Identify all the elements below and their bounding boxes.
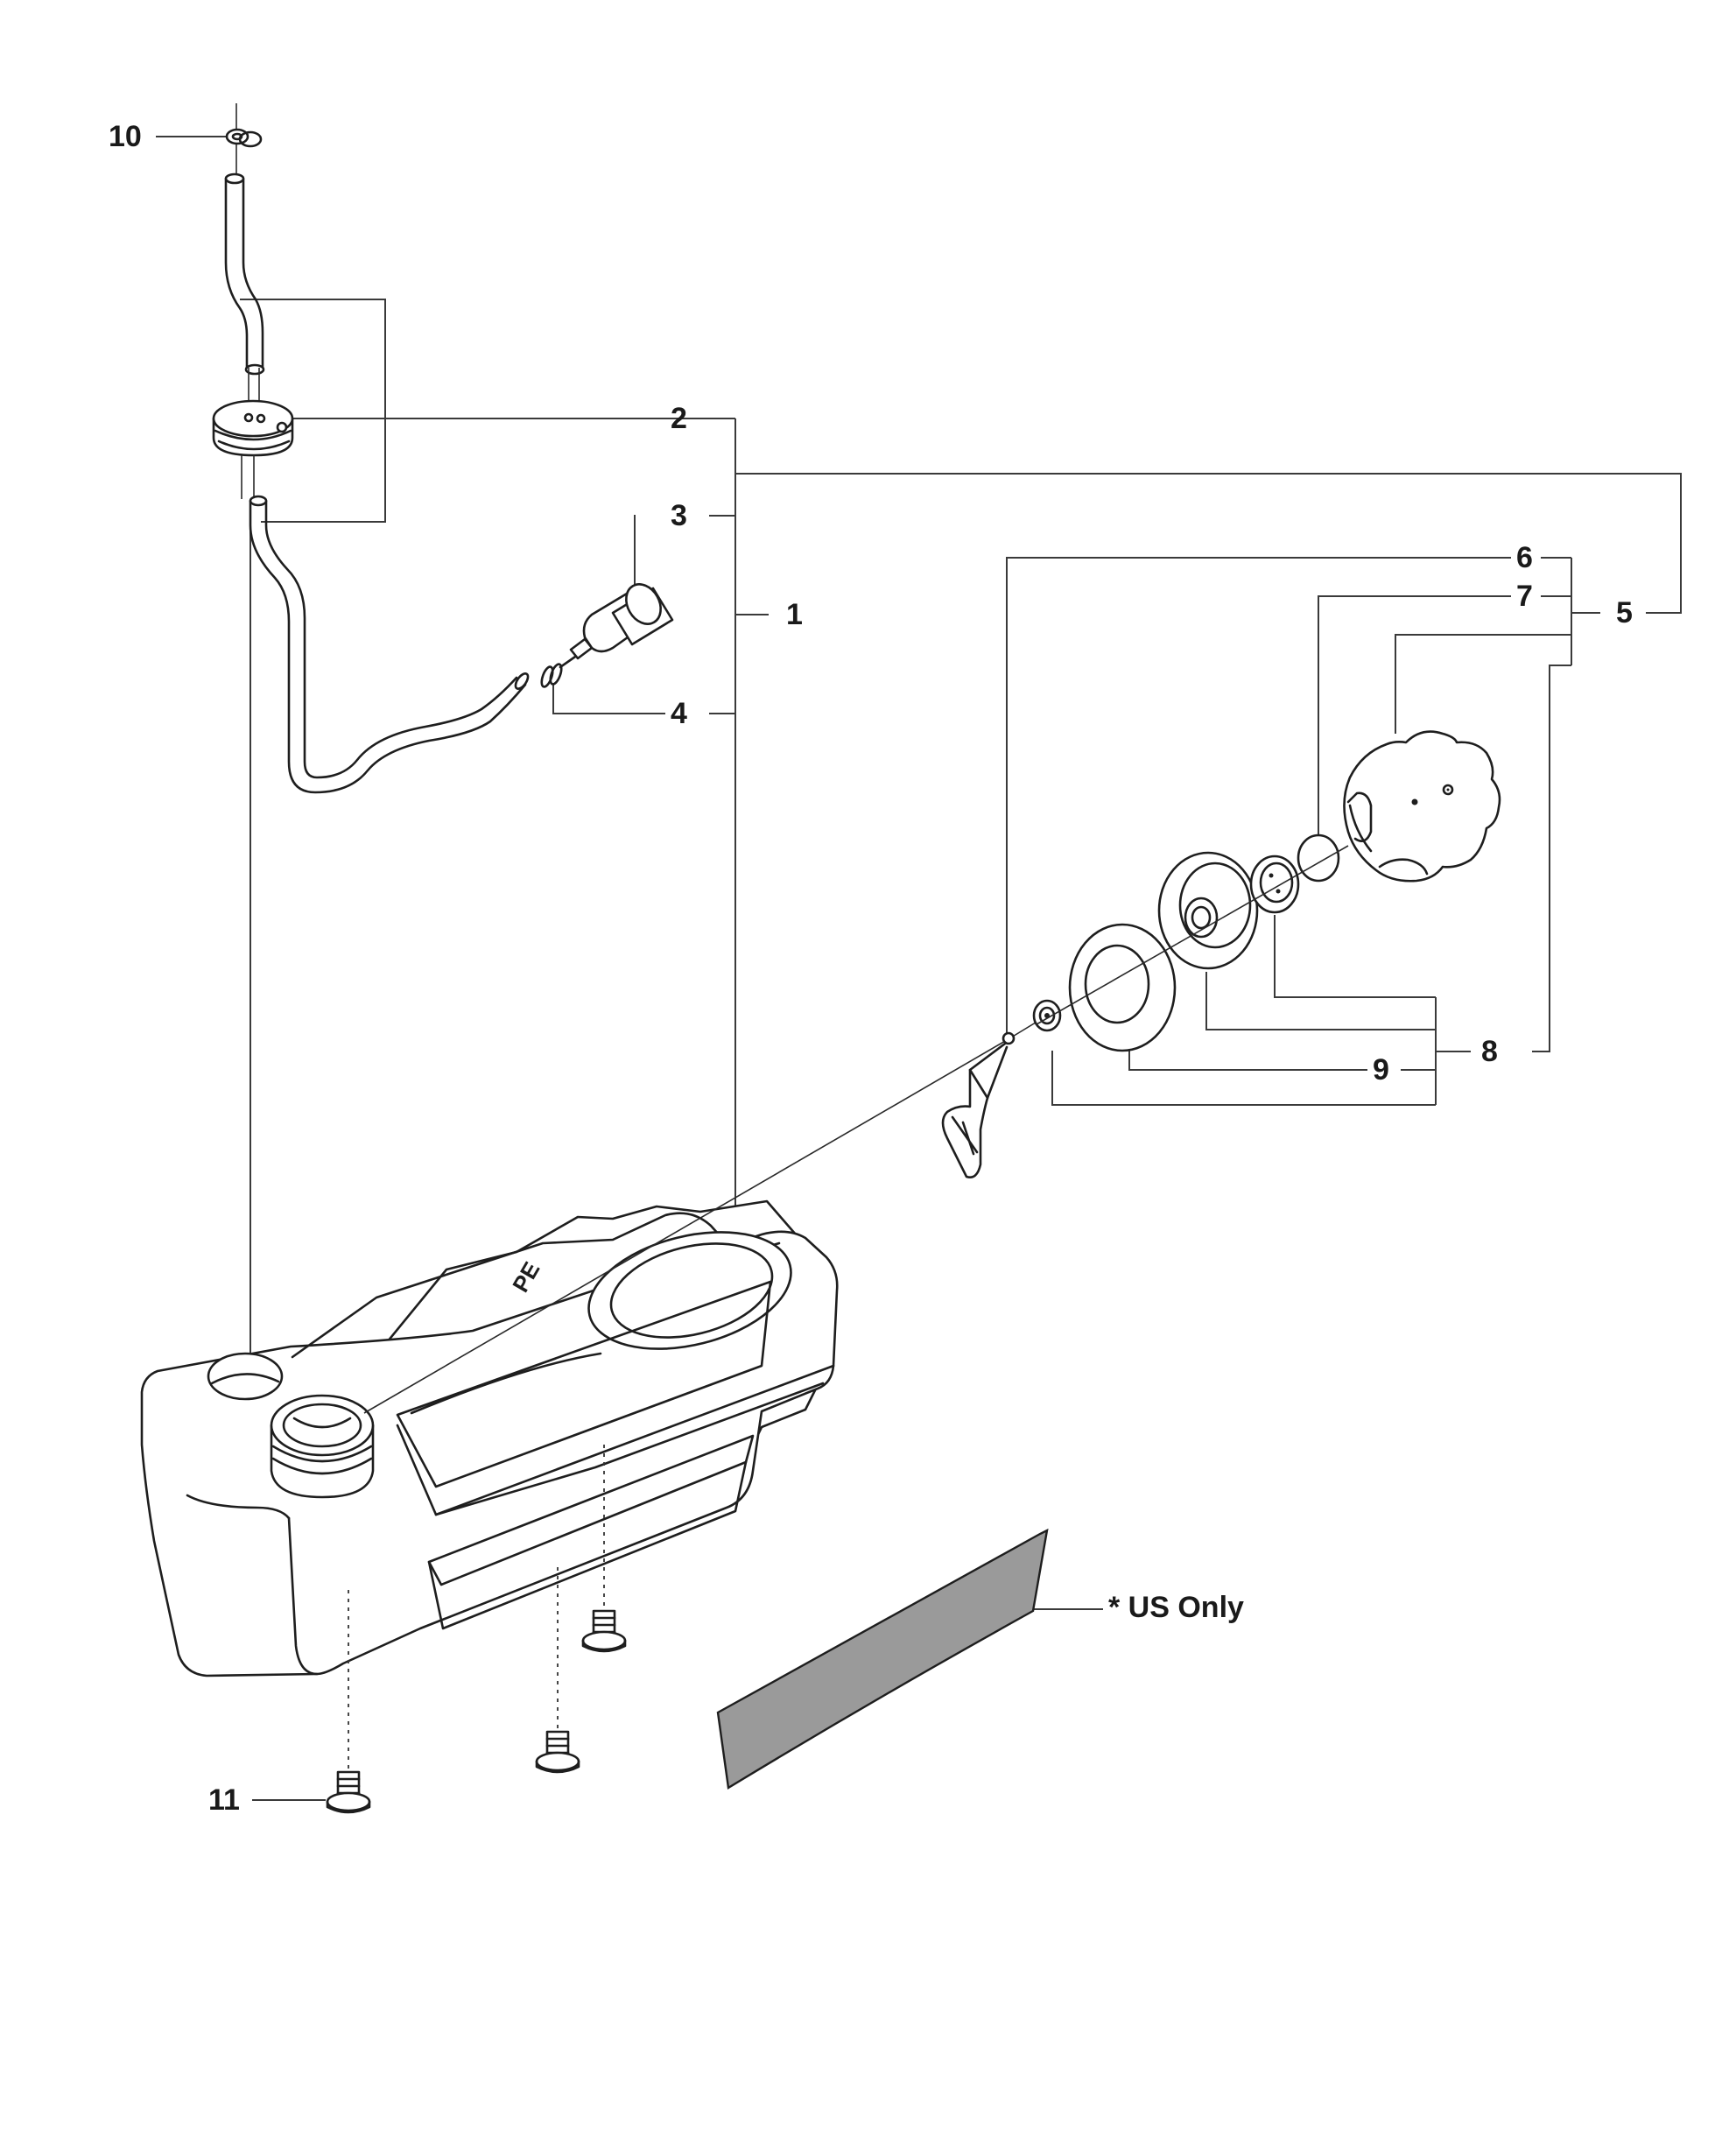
callout-10: 10 (109, 120, 142, 153)
fuel-cap-part (1343, 730, 1501, 883)
callout-11: 11 (208, 1783, 240, 1817)
callout-4: 4 (671, 697, 687, 730)
cap-filter-disc (1297, 833, 1340, 883)
us-only-note: * US Only (1108, 1591, 1244, 1624)
tank-grommet-part (212, 368, 294, 499)
callout-3: 3 (671, 499, 687, 532)
callout-5: 5 (1616, 596, 1633, 629)
cap-washer-small (1032, 999, 1062, 1032)
fuel-filter-part (559, 583, 674, 669)
callout-9: 9 (1373, 1053, 1389, 1087)
fuel-tank-part: PE (140, 1199, 839, 1677)
cap-seal-ring (1068, 923, 1177, 1052)
upper-fuel-hose-part (224, 172, 265, 376)
callout-7: 7 (1516, 580, 1533, 613)
hose-clip-part (225, 103, 263, 175)
tank-screw-left (326, 1590, 371, 1814)
cap-vent-valve (1249, 855, 1300, 914)
cap-gasket (1157, 851, 1259, 970)
tank-screw-right (581, 1445, 627, 1653)
callout-1: 1 (786, 598, 803, 631)
callout-6: 6 (1516, 541, 1533, 574)
us-only-decal-part (716, 1528, 1049, 1790)
tank-screw-middle (535, 1567, 580, 1774)
cap-axis-line (1036, 845, 1349, 1025)
cap-tether-part (363, 1015, 1048, 1414)
leader-lines (156, 136, 1682, 1801)
hose-clamp-part (540, 663, 563, 688)
lower-fuel-hose-part (249, 495, 530, 794)
callout-2: 2 (671, 402, 687, 435)
callout-8: 8 (1481, 1035, 1498, 1068)
